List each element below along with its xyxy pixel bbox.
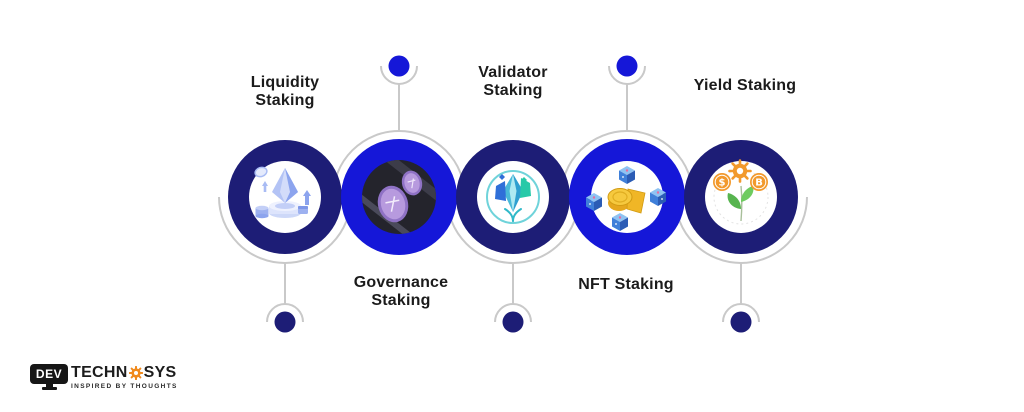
logo-gear-icon xyxy=(128,365,143,380)
governance-staking-node xyxy=(341,139,457,255)
logo-monitor: DEV xyxy=(30,364,68,390)
yield-connector xyxy=(674,196,808,323)
yield-staking-node: $ B xyxy=(684,140,798,254)
dollar-coin-glyph: $ xyxy=(719,178,726,189)
logo-monitor-base xyxy=(41,387,57,390)
logo-sys-text: SYS xyxy=(143,364,177,381)
liquidity-staking-icon xyxy=(254,166,311,219)
governance-connector-dot xyxy=(388,55,410,77)
nft-cube-left xyxy=(586,193,602,211)
nft-staking-icon xyxy=(586,166,666,231)
governance-connector xyxy=(332,65,466,198)
nft-connector xyxy=(560,65,694,198)
logo-tagline: INSPIRED BY THOUGHTS xyxy=(71,382,178,390)
nft-cube-bottom xyxy=(612,213,628,231)
bitcoin-coin-glyph: B xyxy=(755,178,763,189)
yield-staking-icon: $ B xyxy=(713,159,769,225)
logo-dev-text: DEV xyxy=(35,367,63,381)
logo-name: TECHN SYS xyxy=(71,364,178,381)
liquidity-staking-node xyxy=(228,140,342,254)
dev-technosys-logo: DEV TECHN SYS INSPIRED BY xyxy=(30,364,178,390)
liquidity-connector xyxy=(218,196,352,323)
gear-glyph xyxy=(728,159,752,183)
nft-cube-right xyxy=(650,188,666,206)
liquidity-connector-dot xyxy=(274,311,296,333)
nft-connector-dot xyxy=(616,55,638,77)
validator-staking-node xyxy=(456,140,570,254)
logo-techn-text: TECHN xyxy=(71,364,128,381)
nft-staking-label: NFT Staking xyxy=(578,276,674,293)
validator-connector xyxy=(446,196,580,323)
validator-connector-dot xyxy=(502,311,524,333)
logo-monitor-stand xyxy=(45,384,53,387)
nft-cube-top xyxy=(619,166,635,184)
yield-staking-label: Yield Staking xyxy=(693,77,797,94)
nft-staking-node xyxy=(569,139,685,255)
yield-connector-dot xyxy=(730,311,752,333)
validator-staking-icon xyxy=(486,170,540,224)
